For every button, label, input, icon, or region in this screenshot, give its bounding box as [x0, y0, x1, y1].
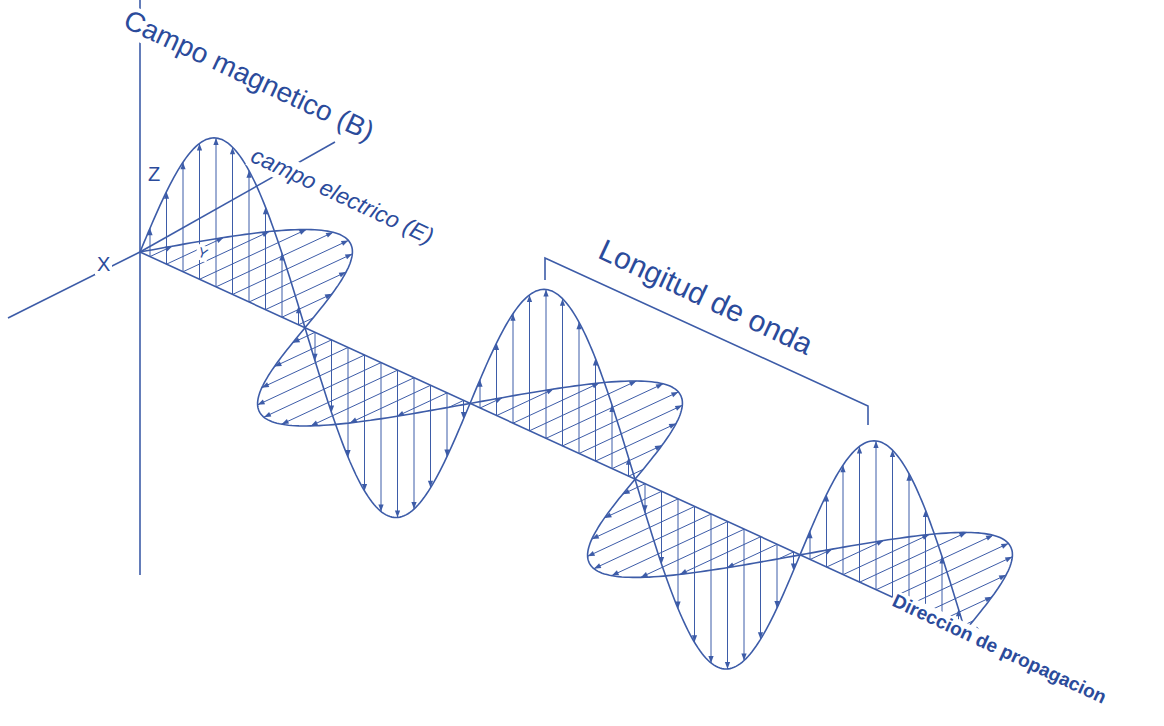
- magnetic-hatch: [282, 254, 283, 318]
- electric-hatch: [258, 355, 365, 405]
- electric-hatch: [563, 392, 679, 446]
- electric-hatch: [274, 340, 331, 367]
- magnetic-hatch: [529, 295, 530, 431]
- field-arrowhead: [258, 400, 265, 405]
- magnetic-hatch: [843, 465, 844, 575]
- electric-hatch: [264, 363, 381, 418]
- electric-hatch: [641, 529, 744, 577]
- magnetic-hatch: [859, 446, 860, 582]
- magnetic-hatch: [612, 405, 613, 469]
- magnetic-hatch: [892, 450, 893, 597]
- electric-hatch: [311, 378, 414, 426]
- horizontal-wave: [140, 230, 1012, 630]
- field-arrowhead: [671, 392, 678, 397]
- electric-hatch: [262, 347, 348, 387]
- magnetic-hatch: [727, 522, 728, 669]
- field-arrowhead: [264, 412, 271, 417]
- magnetic-hatch: [678, 499, 679, 609]
- field-arrowhead: [588, 551, 595, 556]
- magnetic-hatch: [876, 441, 877, 590]
- field-arrowhead: [1001, 543, 1008, 548]
- field-arrowhead: [282, 419, 289, 424]
- electric-hatch: [216, 232, 333, 287]
- electric-hatch: [233, 240, 349, 294]
- electric-hatch: [604, 491, 661, 518]
- direction-label: Direccion de propagacion: [887, 590, 1111, 709]
- x-axis: [8, 252, 140, 318]
- wavelength-label: Longitud de onda: [592, 232, 820, 362]
- electric-hatch: [530, 381, 637, 431]
- magnetic-hatch: [381, 363, 382, 512]
- electric-hatch: [282, 370, 398, 424]
- electric-hatch: [612, 522, 728, 576]
- field-arrowhead: [594, 563, 601, 568]
- electric-hatch: [876, 535, 993, 590]
- magnetic-hatch: [249, 171, 250, 302]
- field-arrowhead: [986, 535, 993, 540]
- electric-hatch: [249, 254, 352, 302]
- field-label: campo electrico (E): [245, 142, 439, 250]
- magnetic-hatch: [397, 370, 398, 517]
- magnetic-hatch: [562, 299, 563, 446]
- electric-hatch: [612, 445, 662, 468]
- field-arrowhead: [612, 570, 619, 575]
- axis-label: Z: [146, 163, 162, 185]
- electric-hatch: [860, 532, 967, 582]
- magnetic-hatch: [496, 343, 497, 416]
- z-axis: [139, 0, 141, 575]
- magnetic-hatch: [826, 495, 827, 568]
- axis-label: X: [95, 253, 112, 275]
- electric-hatch: [592, 499, 678, 539]
- magnetic-hatch: [166, 192, 167, 265]
- magnetic-hatch: [744, 529, 745, 660]
- field-label: Campo magnetico (B): [117, 4, 380, 149]
- electric-hatch: [579, 405, 682, 453]
- electric-hatch: [282, 294, 332, 317]
- magnetic-hatch: [777, 544, 778, 608]
- electric-hatch: [594, 514, 711, 569]
- magnetic-hatch: [579, 322, 580, 453]
- electric-hatch: [909, 557, 1012, 605]
- electric-hatch: [546, 384, 663, 439]
- magnetic-hatch: [183, 162, 184, 272]
- field-arrowhead: [326, 232, 333, 237]
- electric-hatch: [588, 507, 695, 557]
- field-arrowhead: [341, 240, 348, 245]
- vertical-wave: [140, 138, 964, 669]
- magnetic-hatch: [546, 290, 547, 439]
- magnetic-hatch: [711, 514, 712, 663]
- magnetic-hatch: [414, 378, 415, 509]
- electric-hatch: [200, 230, 307, 280]
- magnetic-hatch: [909, 474, 910, 605]
- magnetic-hatch: [364, 355, 365, 491]
- magnetic-hatch: [216, 138, 217, 287]
- magnetic-hatch: [232, 147, 233, 294]
- magnetic-hatch: [447, 393, 448, 457]
- field-arrowhead: [656, 384, 663, 389]
- magnetic-hatch: [513, 314, 514, 424]
- magnetic-hatch: [694, 507, 695, 643]
- magnetic-hatch: [348, 347, 349, 457]
- electric-hatch: [893, 543, 1009, 597]
